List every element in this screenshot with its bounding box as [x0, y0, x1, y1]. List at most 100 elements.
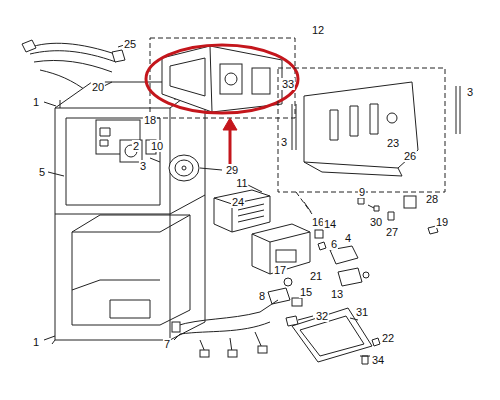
auger-motor: [276, 250, 296, 262]
evaporator-cover: [330, 104, 378, 140]
small-parts: [404, 196, 416, 208]
fan-shroud: [169, 155, 199, 181]
wire-harness-top: [22, 40, 36, 52]
fresh-food-liner: [110, 300, 150, 318]
callout-number: 30: [369, 216, 383, 228]
leader-line: [44, 45, 374, 340]
small-parts: [292, 298, 302, 306]
air-duct-cover: [170, 58, 205, 96]
callout-number: 28: [425, 193, 439, 205]
highlight-arrow: [223, 118, 237, 130]
wire-harness-top: [28, 43, 118, 55]
callout-number: 23: [386, 137, 400, 149]
fresh-food-liner: [52, 340, 170, 346]
callout-number: 11: [235, 177, 248, 189]
air-duct-cover: [162, 46, 282, 112]
callout-number: 3: [280, 136, 288, 148]
drain-tray: [300, 316, 364, 356]
callout-number: 34: [371, 354, 385, 366]
gasket: [456, 86, 460, 134]
ice-bin: [214, 190, 270, 232]
callout-number: 22: [381, 332, 395, 344]
highlight-arrow: [229, 128, 232, 168]
wire-harness-top: [30, 51, 116, 62]
callout-number: 26: [403, 150, 417, 162]
small-parts: [374, 206, 379, 211]
callout-number: 32: [315, 310, 329, 322]
fan-assembly: [100, 128, 110, 146]
callout-number: 3: [139, 160, 147, 172]
fresh-food-liner: [55, 195, 205, 340]
air-duct-cover: [210, 46, 212, 112]
highlight-ellipse: [146, 45, 298, 113]
callout-number: 29: [225, 164, 239, 176]
air-duct-cover: [252, 68, 270, 94]
callout-number: 1: [32, 96, 40, 108]
fan-assembly: [96, 120, 140, 154]
callout-number: 7: [163, 338, 171, 350]
gasket: [150, 158, 160, 162]
fan-assembly: [96, 120, 156, 162]
fresh-food-liner: [72, 215, 190, 232]
gasket: [292, 104, 296, 150]
callout-number: 2: [132, 140, 140, 152]
callout-number: 13: [330, 288, 344, 300]
fresh-food-liner: [72, 280, 160, 290]
small-parts: [358, 198, 364, 204]
evaporator-cover: [304, 162, 402, 176]
callout-number: 8: [258, 290, 266, 302]
small-parts: [318, 242, 326, 250]
callout-number: 15: [299, 286, 313, 298]
callout-number: 6: [330, 238, 338, 250]
small-parts: [388, 212, 394, 220]
callout-number: 3: [466, 86, 474, 98]
callout-number: 17: [273, 264, 287, 276]
highlight-ellipse: [146, 45, 298, 113]
leader-line: [44, 45, 374, 340]
air-duct-cover: [162, 46, 282, 112]
fresh-food-liner: [170, 214, 171, 340]
callout-number: 12: [311, 24, 325, 36]
air-duct-cover: [220, 64, 242, 94]
small-parts: [360, 356, 370, 364]
callout-number: 20: [91, 81, 105, 93]
small-parts: [315, 230, 323, 238]
fan-shroud: [169, 155, 199, 181]
ice-bin: [214, 190, 270, 232]
small-parts: [268, 288, 290, 304]
fan-shroud: [175, 160, 193, 176]
evaporator-cover: [304, 82, 418, 168]
small-parts: [372, 338, 380, 346]
callout-number: 1: [32, 336, 40, 348]
wire-harness-bottom: [228, 350, 237, 357]
freezer-liner-upper: [66, 118, 160, 205]
callout-number: 4: [344, 232, 352, 244]
fan-assembly: [120, 140, 142, 162]
callout-number: 21: [309, 270, 323, 282]
wire-harness-top: [112, 50, 125, 62]
fresh-food-liner: [52, 195, 205, 346]
wire-harness-bottom: [200, 332, 262, 352]
wire-harness-bottom: [172, 322, 180, 332]
small-parts: [268, 196, 438, 364]
small-parts: [338, 268, 362, 286]
callout-number: 5: [38, 166, 46, 178]
air-duct-cover: [225, 73, 237, 85]
wire-harness-top: [40, 70, 88, 92]
callout-number: 14: [323, 218, 337, 230]
callout-number: 19: [435, 216, 449, 228]
callout-number: 31: [355, 306, 369, 318]
dashed-box-right: [278, 68, 445, 214]
callout-number: 33: [281, 78, 295, 90]
wire-harness-bottom: [172, 300, 278, 357]
wire-harness-bottom: [176, 300, 278, 326]
callout-number: 27: [385, 226, 399, 238]
wire-harness-top: [34, 60, 112, 72]
fresh-food-liner: [72, 215, 190, 325]
evaporator-cover: [387, 113, 397, 123]
highlight-arrow: [223, 118, 237, 168]
callout-number: 25: [123, 38, 137, 50]
fan-shroud: [182, 166, 186, 170]
dashed-box-right: [278, 68, 445, 214]
